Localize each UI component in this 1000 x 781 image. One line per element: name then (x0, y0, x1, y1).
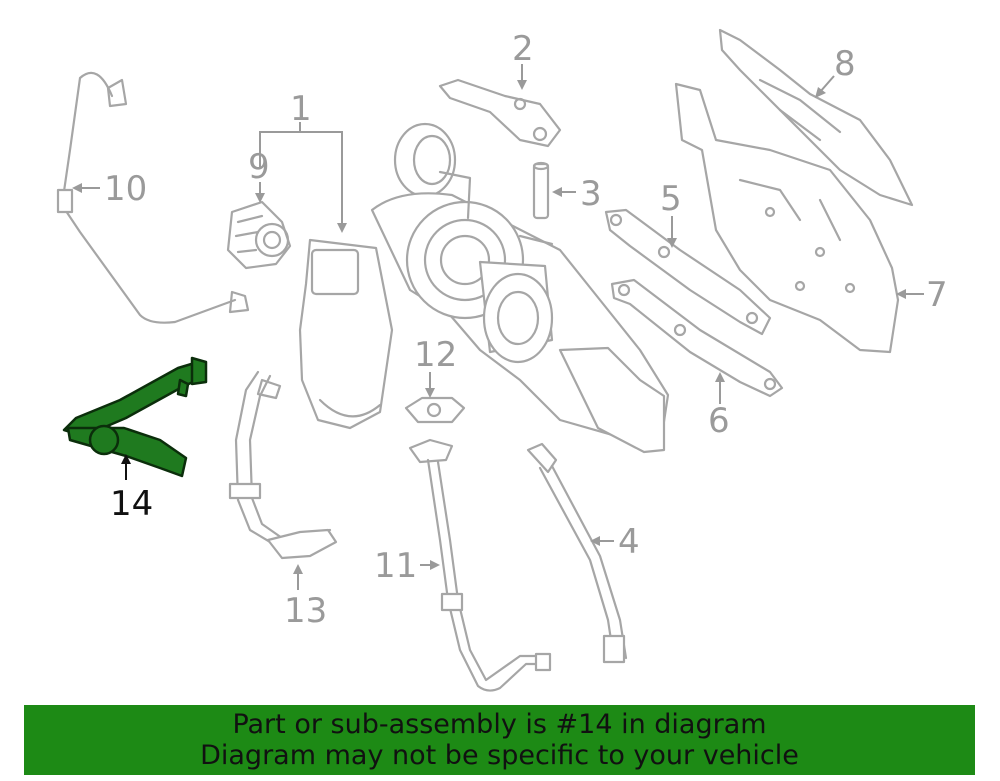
part-3-stud (532, 161, 550, 220)
callout-10: 10 (104, 169, 147, 209)
part-6-gasket (610, 278, 784, 398)
part-4-support-rod (526, 442, 628, 664)
callout-8: 8 (834, 44, 856, 84)
part-13-coolant-pipe (228, 370, 338, 560)
part-10-pipe (56, 71, 250, 324)
part-1-turbocharger (298, 122, 670, 454)
banner-line-1: Part or sub-assembly is #14 in diagram (232, 709, 767, 740)
part-11-oil-line (408, 438, 552, 692)
part-7-heat-shield (674, 82, 900, 354)
part-8-heat-shield (718, 28, 914, 207)
part-2-bracket (438, 78, 562, 148)
callout-13: 13 (284, 591, 327, 631)
info-banner: Part or sub-assembly is #14 in diagram D… (24, 705, 975, 775)
callout-14: 14 (110, 484, 153, 524)
callout-11: 11 (374, 546, 417, 586)
part-5-gasket (604, 208, 772, 336)
callout-4: 4 (618, 522, 640, 562)
banner-line-2: Diagram may not be specific to your vehi… (200, 740, 799, 771)
callout-12: 12 (414, 335, 457, 375)
callout-9: 9 (248, 147, 270, 187)
callout-5: 5 (660, 179, 682, 219)
part-9-actuator (226, 200, 292, 270)
callout-1: 1 (290, 89, 312, 129)
callout-6: 6 (708, 401, 730, 441)
callout-7: 7 (926, 275, 948, 315)
callout-3: 3 (580, 174, 602, 214)
part-14-pipe-highlighted (62, 356, 208, 478)
parts-diagram: 10 9 1 2 3 (56, 28, 948, 692)
callout-2: 2 (512, 29, 534, 69)
part-12-gasket (404, 396, 466, 424)
